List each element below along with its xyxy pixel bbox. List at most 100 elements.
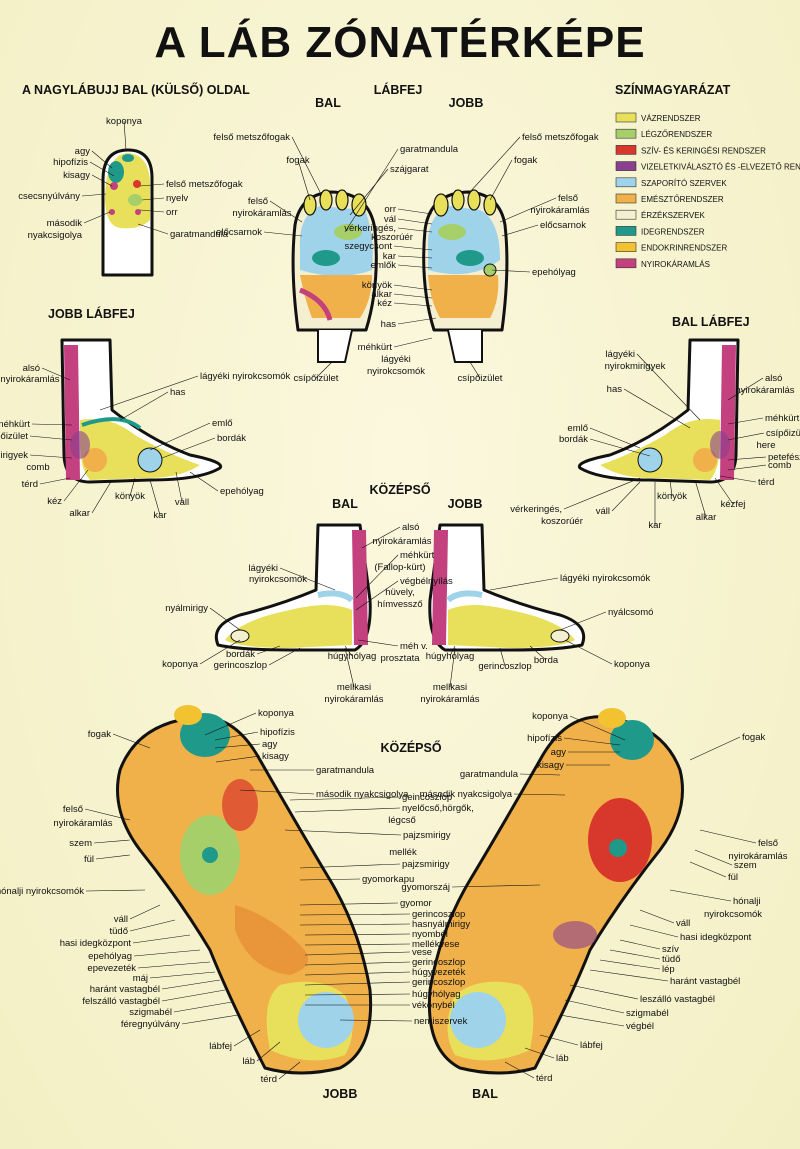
leader-line (469, 361, 481, 379)
zone-label: alkar (69, 508, 90, 519)
zone-label: mellkasi (433, 682, 467, 693)
zone-label: nyirokcsomók (249, 574, 307, 585)
zone-label: szigmabél (129, 1007, 172, 1018)
zone-label: második (47, 218, 83, 229)
leader-line (132, 934, 191, 944)
zone-label: csípőizület (766, 428, 800, 439)
leader-line (589, 438, 651, 457)
zone-label: bordák (226, 649, 255, 660)
zone-label: bordák (559, 434, 588, 445)
zone-label: vérkeringés, (344, 223, 396, 234)
zone-label: hüvely, (385, 587, 414, 598)
leader-line (29, 454, 73, 459)
leader-line (361, 526, 401, 549)
leader-line (263, 231, 303, 237)
zone-label: végbélnyílás (400, 576, 453, 587)
leader-line (355, 580, 399, 611)
leader-line (278, 1061, 301, 1080)
zone-label: nyirokáramlás (0, 374, 59, 385)
leader-line (83, 211, 111, 224)
zone-label: kar (383, 251, 396, 262)
zone-label: lábfej (580, 1040, 603, 1051)
legend-label: IDEGRENDSZER (641, 227, 705, 236)
leader-line (129, 919, 176, 932)
zone-label: fogak (286, 155, 309, 166)
leader-line (393, 302, 433, 307)
zone-label: nyirokáramlás (728, 851, 787, 862)
leader-line (149, 479, 161, 516)
leader-line (519, 773, 561, 776)
zone-label: hipofízis (527, 733, 562, 744)
legend-swatch (615, 209, 637, 220)
leader-line (81, 193, 107, 197)
leader-line (694, 849, 733, 866)
leader-line (589, 427, 641, 449)
leader-line (339, 1019, 413, 1022)
leader-line (304, 981, 411, 986)
zone-label: kar (153, 510, 166, 521)
leader-line (669, 479, 673, 497)
zone-label: könyök (362, 280, 392, 291)
page-title: A LÁB ZÓNATÉRKÉPE (154, 17, 645, 67)
zone-label: térd (261, 1074, 277, 1085)
zone-label: nyálmirigy (165, 603, 208, 614)
zone-label: orr (384, 204, 396, 215)
zone-label: máj (133, 973, 148, 984)
zone-label: nyelőcső,hörgők, (402, 803, 474, 814)
leader-line (112, 733, 151, 749)
leader-line (489, 577, 559, 591)
zone-label: has (607, 384, 623, 395)
leader-line (489, 159, 513, 201)
zone-label: nyirokáramlás (735, 385, 794, 396)
leader-line (355, 554, 399, 599)
leader-line (669, 889, 732, 902)
zone-label: koszorúér (541, 516, 583, 527)
leader-line (529, 645, 547, 661)
leader-line (569, 715, 626, 741)
section-top: LÁBFEJ (374, 82, 423, 97)
legend-label: LÉGZŐRENDSZER (641, 130, 712, 139)
zone-label: alsó (402, 522, 419, 533)
leader-line (84, 808, 131, 821)
legend-label: EMÉSZTŐRENDSZER (641, 195, 724, 204)
leader-line (569, 984, 639, 1000)
zone-label: csípőizület (0, 431, 28, 442)
leader-line (161, 437, 216, 459)
leader-line (689, 736, 741, 761)
zone-label: fül (84, 854, 94, 865)
leader-line (344, 647, 355, 688)
legend-swatch (615, 128, 637, 139)
section-big-toe: A NAGYLÁBUJJ BAL (KÜLSŐ) OLDAL (22, 82, 250, 97)
right-foot-side (60, 338, 223, 484)
leader-line (175, 471, 183, 503)
leader-line (256, 1041, 281, 1062)
zone-label: koponya (106, 116, 143, 127)
zone-label: orr (166, 207, 178, 218)
zone-label: kéz (377, 298, 392, 309)
zone-label: szem (734, 860, 757, 871)
leader-line (304, 943, 411, 946)
leader-line (393, 293, 433, 299)
leader-line (397, 227, 433, 233)
leader-line (694, 479, 707, 518)
zone-label: nyirokáramlás (232, 208, 291, 219)
leader-line (31, 423, 73, 426)
leader-line (239, 789, 315, 795)
zone-label: nyirokáramlás (324, 694, 383, 705)
leader-line (214, 731, 259, 741)
leader-line (491, 269, 531, 273)
zone-label: kar (648, 520, 661, 531)
zone-label: húgyvezeték (412, 967, 466, 978)
zone-label: epevezeték (87, 963, 136, 974)
section-middle-right: JOBB (448, 497, 483, 511)
zone-label: fogak (514, 155, 537, 166)
zone-label: nyirokáramlás (420, 694, 479, 705)
zone-label: haránt vastagbél (670, 976, 740, 987)
leader-line (559, 611, 607, 631)
zone-label: koponya (532, 711, 569, 722)
zone-label: szív (662, 944, 679, 955)
zone-label: garatmandula (170, 229, 229, 240)
leader-line (449, 647, 456, 688)
zone-label: gerincoszlop (412, 957, 465, 968)
zone-label: csecsnyúlvány (18, 191, 80, 202)
